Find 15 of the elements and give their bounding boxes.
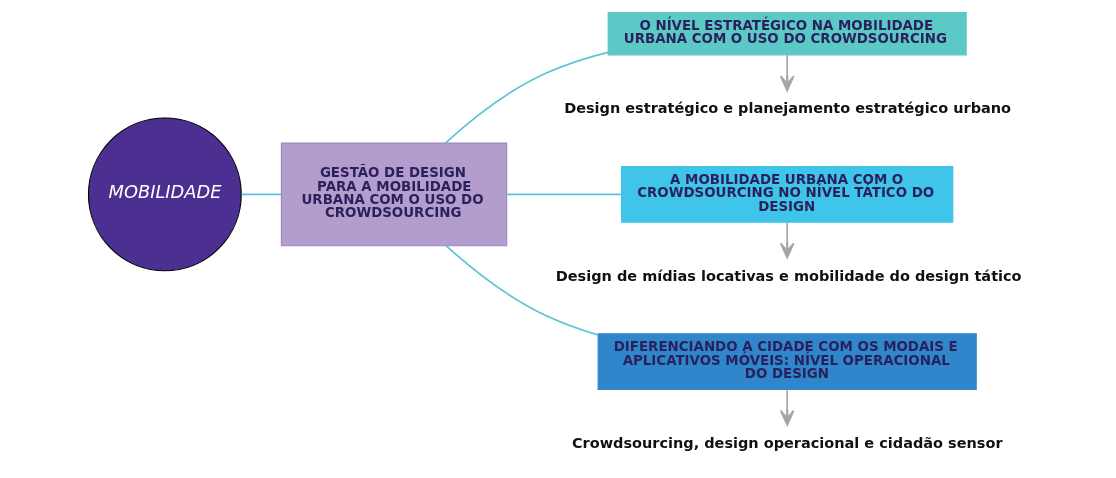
node-box: DIFERENCIANDO A CIDADE COM OS MODAIS E APLICATIVOS MÓVEIS: NÍVEL OPERACIONAL DO DESIGN [597, 333, 977, 391]
node-text: Design estratégico e planejamento estratégico urbano [564, 100, 1012, 117]
arrow [779, 54, 795, 92]
arrow [779, 221, 795, 259]
connector [445, 245, 599, 336]
node-box: A MOBILIDADE URBANA COM O CROWDSOURCING NO NÍVEL TÁTICO DO DESIGN [621, 165, 954, 223]
node-text: Crowdsourcing, design operacional e cidadão sensor [571, 435, 1003, 452]
connector [506, 193, 623, 196]
connector [444, 51, 609, 144]
arrow [779, 389, 795, 426]
node-box: GESTÃO DE DESIGN PARA A MOBILIDADE URBANA COM O USO DO CROWDSOURCING [280, 142, 508, 247]
node-box: O NÍVEL ESTRATÉGICO NA MOBILIDADE URBANA COM O USO DO CROWDSOURCING [607, 12, 967, 56]
node-circle: MOBILIDADE [87, 117, 242, 272]
connector [240, 193, 283, 196]
node-text: Design de mídias locativas e mobilidade do design tático [555, 267, 1022, 284]
